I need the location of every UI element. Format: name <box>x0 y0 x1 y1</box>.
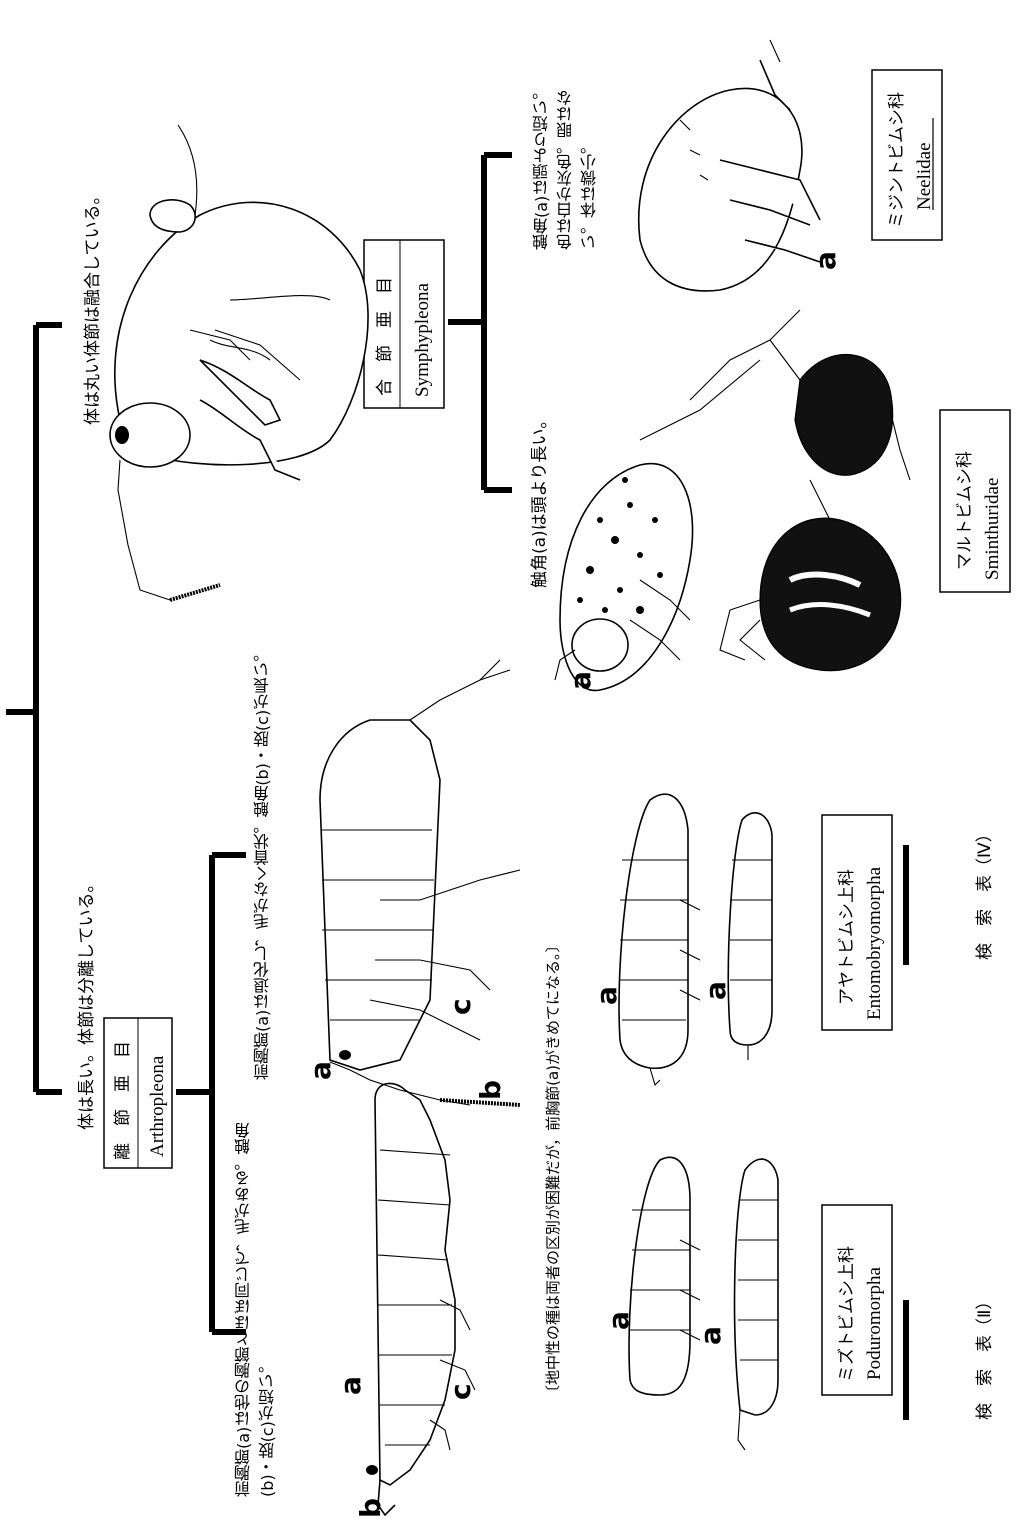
neelidae-latin-label: Neelidae <box>914 142 935 210</box>
arthropleona-note-text: 〔地中性の種は両者の区別が困難だが，前胸節(a)がきめてになる。〕 <box>544 938 562 1401</box>
entomobryomorpha-ja-label: アヤトビムシ上科 <box>837 869 857 1005</box>
poduromorpha-box: ミズトビムシ上科 Poduromorpha <box>822 1205 892 1395</box>
poduromorpha-specimen-large-illustration <box>366 1083 475 1515</box>
poduromorpha-trait: 前胸節(a)は他の胸節とほぼ同じで，毛がある。触角(b)・肢(c)が短い。 <box>232 1092 304 1497</box>
entomobryomorpha-small-1-letter-a: a <box>590 986 623 1005</box>
sminthuridae-box: マルトビムシ科 Sminthuridae <box>940 410 1010 592</box>
neelidae-trait-text: 触角(a)は頭より短い。色は白か灰色。眼はない。体は微小。 <box>530 70 630 250</box>
symphypleona-latin-label: Symphypleona <box>412 282 433 397</box>
poduromorpha-trait-text: 前胸節(a)は他の胸節とほぼ同じで，毛がある。触角(b)・肢(c)が短い。 <box>232 1092 304 1497</box>
poduromorpha-latin-label: Poduromorpha <box>864 1267 885 1381</box>
entomobryomorpha-trait-text: 前胸節(a)は退化し，毛がなく首状。触角(b)・肢(c)が長い。 <box>250 625 322 1080</box>
sminthuridae-specimen-spotted-illustration <box>555 464 693 691</box>
poduromorpha-ja-label: ミズトビムシ上科 <box>837 1246 857 1382</box>
neelidae-trait: 触角(a)は頭より短い。色は白か灰色。眼はない。体は微小。 <box>530 70 630 250</box>
entomobryomorpha-large-letter-a: a <box>304 1061 337 1080</box>
poduromorpha-small-2-letter-a: a <box>694 1326 727 1345</box>
neelidae-letter-a: a <box>809 251 842 270</box>
entomobryomorpha-specimen-small-1-illustration <box>619 794 700 1085</box>
poduromorpha-key-text: 検 索 表（Ⅱ） <box>975 1293 995 1420</box>
symphypleona-ja-label: 合 節 亜 目 <box>375 277 395 396</box>
symphypleona-bracket <box>448 155 512 490</box>
poduromorpha-specimen-small-1-illustration <box>629 1157 700 1395</box>
sminthuridae-ja-label: マルトビムシ科 <box>955 451 975 570</box>
entomobryomorpha-trait: 前胸節(a)は退化し，毛がなく首状。触角(b)・肢(c)が長い。 <box>250 625 322 1080</box>
poduromorpha-large-letter-b: b <box>354 1498 387 1518</box>
entomobryomorpha-box: アヤトビムシ上科 Entomobryomorpha <box>822 815 892 1030</box>
arthropleona-box: 離 節 亜 目 Arthropleona <box>104 1018 172 1168</box>
sminthuridae-specimen-patterned-illustration <box>720 480 901 671</box>
entomobryomorpha-key-text: 検 索 表（Ⅳ） <box>975 825 995 960</box>
poduromorpha-large-letter-a: a <box>334 1376 367 1395</box>
arthropleona-trait-text: 体は長い。体節は分離している。 <box>77 876 97 1131</box>
sminthuridae-specimen-dark-illustration <box>640 310 910 480</box>
root-bracket <box>6 325 62 1092</box>
sminthuridae-trait-text: 触角(a)は頭より長い。 <box>530 412 550 588</box>
symphypleona-trait-text: 体は丸い体節は融合している。 <box>83 188 103 426</box>
symphypleona-box: 合 節 亜 目 Symphypleona <box>364 240 444 408</box>
symphypleona-specimen-illustration <box>110 125 368 600</box>
entomobryomorpha-specimen-small-2-illustration <box>728 813 772 1060</box>
poduromorpha-specimen-small-2-illustration <box>735 1159 778 1450</box>
sminthuridae-latin-label: Sminthuridae <box>982 478 1003 580</box>
arthropleona-latin-label: Arthropleona <box>147 1055 168 1157</box>
sminthuridae-letter-a: a <box>564 671 597 690</box>
arthropleona-ja-label: 離 節 亜 目 <box>113 1041 133 1160</box>
entomobryomorpha-large-letter-b: b <box>474 1080 507 1100</box>
entomobryomorpha-specimen-large-illustration <box>320 660 520 1105</box>
neelidae-box: ミジントビムシ科 Neelidae <box>872 70 942 240</box>
entomobryomorpha-latin-label: Entomobryomorpha <box>864 866 885 1020</box>
neelidae-ja-label: ミジントビムシ科 <box>887 92 907 228</box>
poduromorpha-large-letter-c: c <box>444 1383 477 1400</box>
entomobryomorpha-large-letter-c: c <box>444 998 477 1015</box>
poduromorpha-small-1-letter-a: a <box>602 1311 635 1330</box>
neelidae-specimen-illustration <box>639 40 820 291</box>
entomobryomorpha-small-2-letter-a: a <box>699 981 732 1000</box>
